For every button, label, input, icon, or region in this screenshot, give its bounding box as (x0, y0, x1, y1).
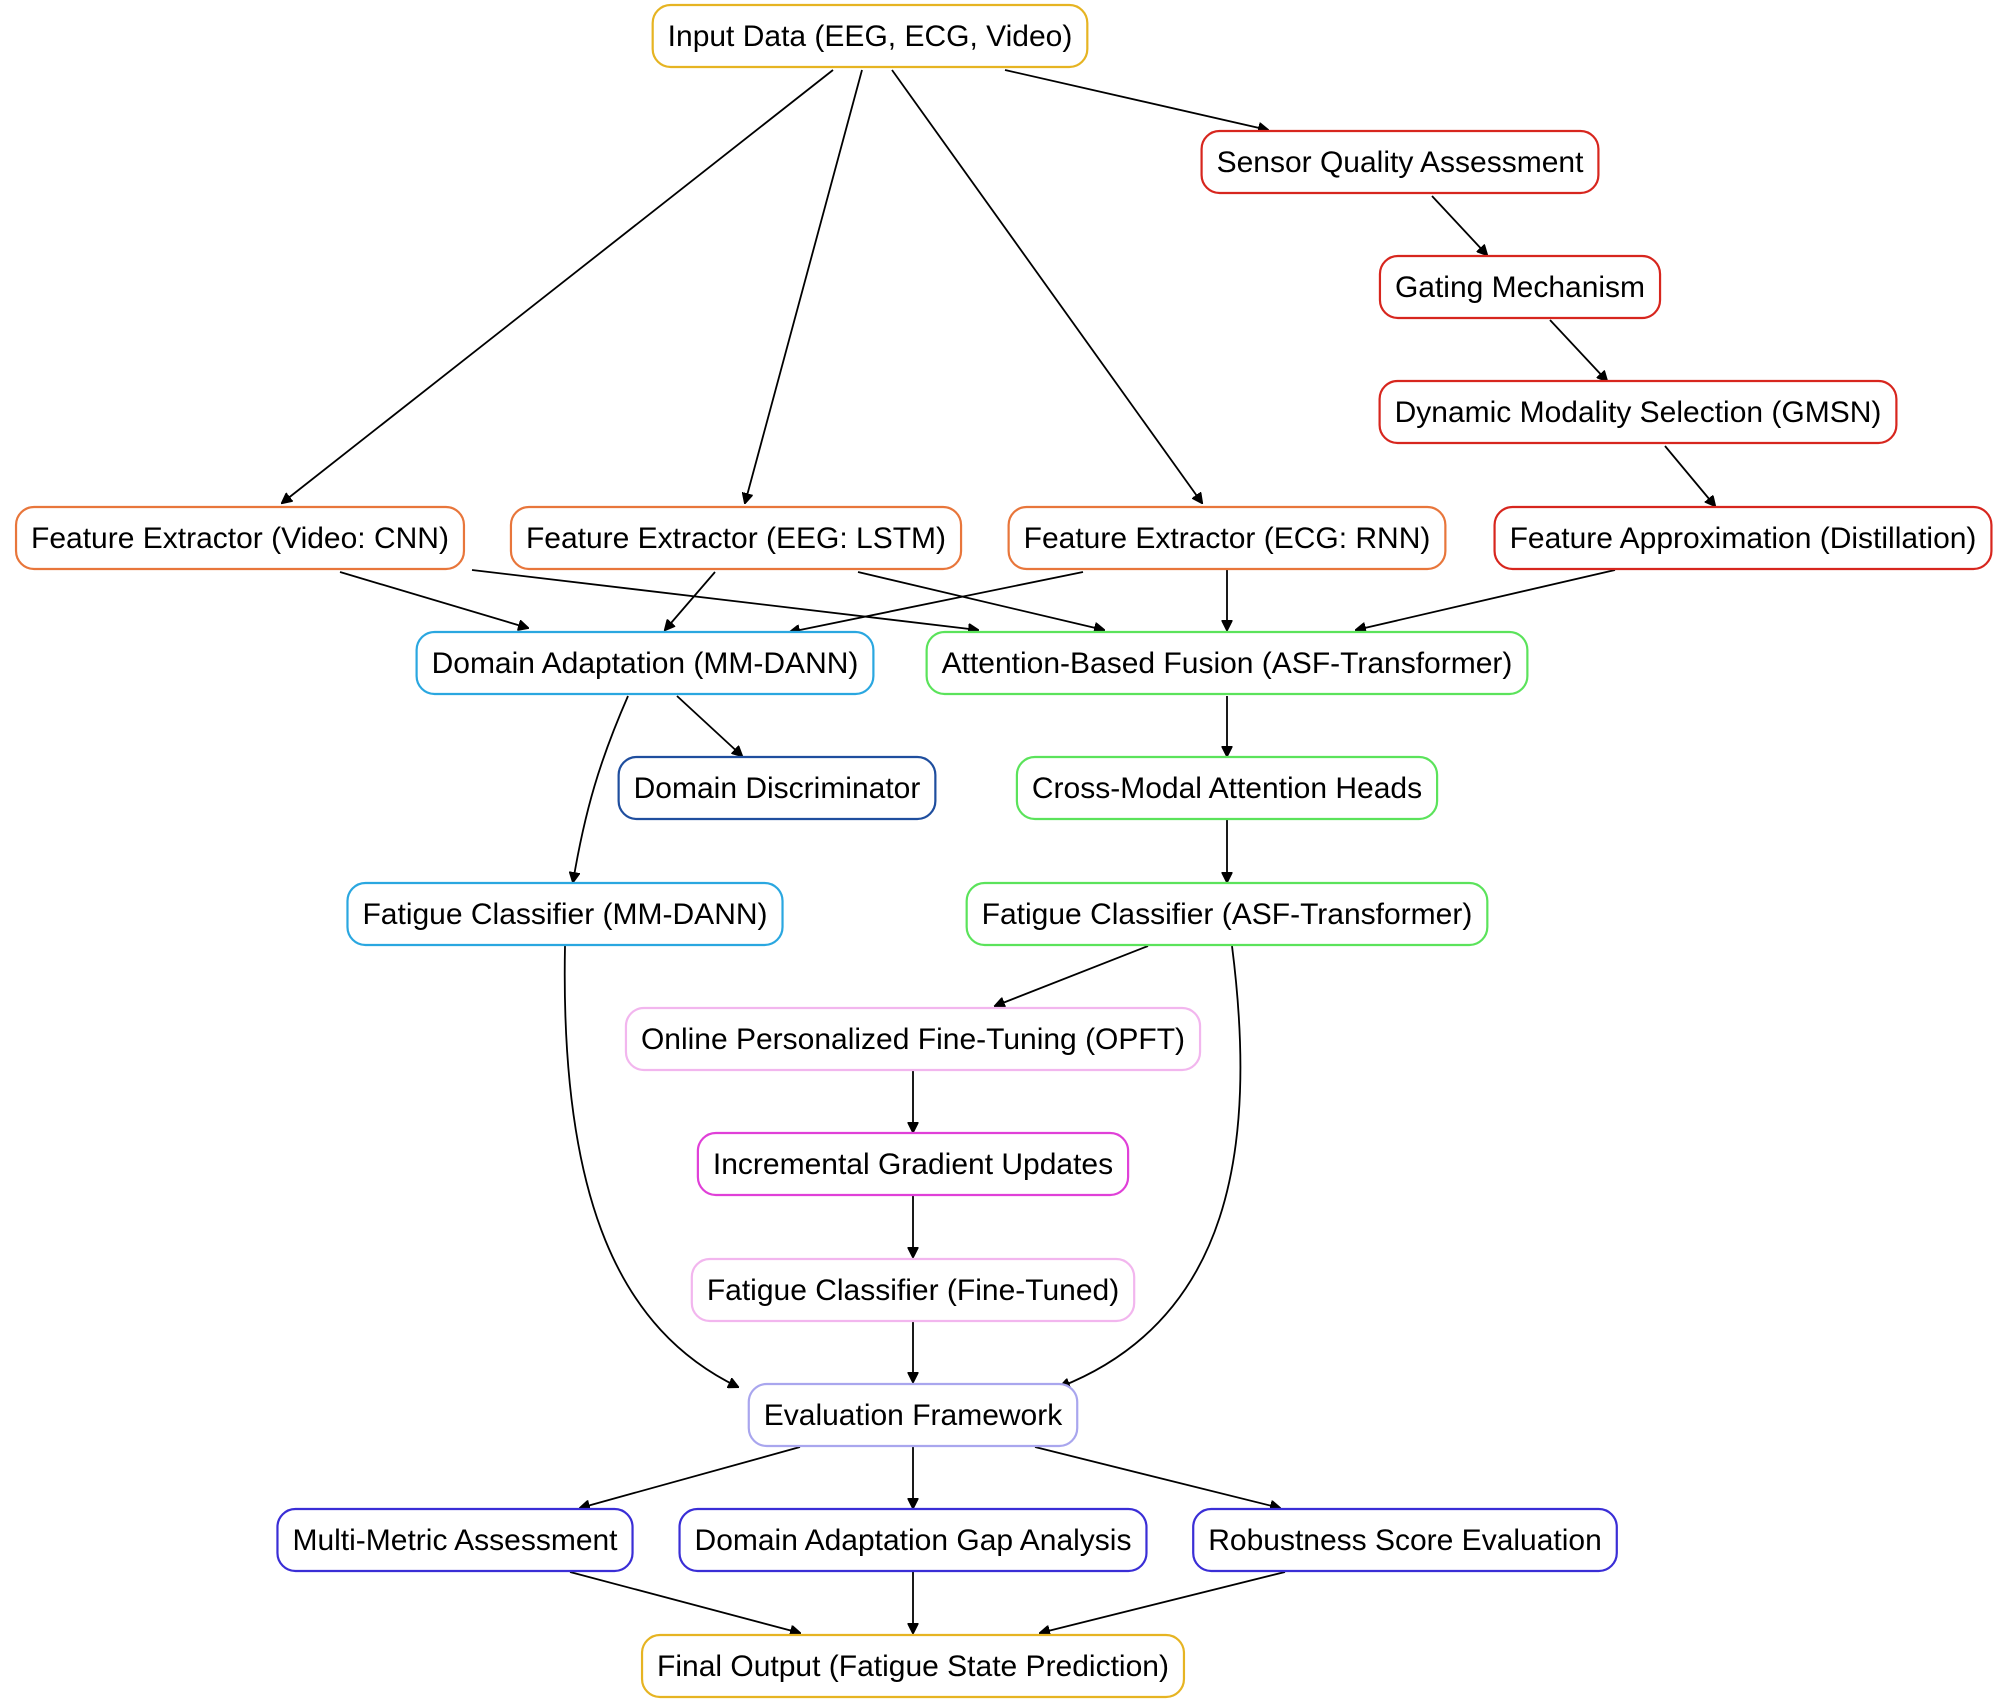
node-gmsn: Dynamic Modality Selection (GMSN) (1378, 379, 1898, 445)
node-box-ef (747, 1382, 1079, 1448)
node-fc_mm: Fatigue Classifier (MM-DANN) (346, 881, 784, 947)
node-label-fc_ft: Fatigue Classifier (Fine-Tuned) (707, 1274, 1119, 1307)
node-box-rse (1192, 1507, 1618, 1573)
node-dagap: Domain Adaptation Gap Analysis (678, 1507, 1148, 1573)
node-label-input: Input Data (EEG, ECG, Video) (668, 20, 1073, 53)
edge-input-to-fe_ecg (891, 69, 1202, 503)
node-box-fc_asf (965, 881, 1489, 947)
node-label-rse: Robustness Score Evaluation (1208, 1524, 1602, 1557)
node-label-da: Domain Adaptation (MM-DANN) (432, 647, 859, 680)
node-fa: Feature Approximation (Distillation) (1493, 505, 1993, 571)
node-box-final (640, 1633, 1186, 1699)
edge-input-to-fe_eeg (745, 69, 863, 503)
node-fc_asf: Fatigue Classifier (ASF-Transformer) (965, 881, 1489, 947)
node-label-opft: Online Personalized Fine-Tuning (OPFT) (641, 1023, 1185, 1056)
node-box-dagap (678, 1507, 1148, 1573)
edge-fe_ecg-to-da (790, 571, 1084, 632)
node-label-final: Final Output (Fatigue State Prediction) (657, 1650, 1169, 1683)
node-label-ef: Evaluation Framework (764, 1399, 1063, 1432)
node-label-igu: Incremental Gradient Updates (713, 1148, 1113, 1181)
edge-fe_video-to-da (339, 571, 528, 628)
node-box-fc_mm (346, 881, 784, 947)
edge-da-to-fc_mm (573, 695, 629, 882)
node-fe_eeg: Feature Extractor (EEG: LSTM) (509, 505, 963, 571)
node-box-fe_video (14, 505, 466, 571)
node-box-cmah (1015, 755, 1439, 821)
node-da: Domain Adaptation (MM-DANN) (415, 630, 875, 696)
node-label-fe_eeg: Feature Extractor (EEG: LSTM) (526, 522, 946, 555)
node-box-gmsn (1378, 379, 1898, 445)
node-sqa: Sensor Quality Assessment (1200, 129, 1600, 195)
edge-fe_eeg-to-da (665, 571, 716, 630)
edge-input-to-fe_video (282, 69, 834, 503)
edge-gating-to-gmsn (1549, 319, 1607, 381)
node-label-fe_ecg: Feature Extractor (ECG: RNN) (1024, 522, 1431, 555)
edge-ef-to-mma (580, 1446, 801, 1508)
node-rse: Robustness Score Evaluation (1192, 1507, 1618, 1573)
node-fe_ecg: Feature Extractor (ECG: RNN) (1007, 505, 1447, 571)
node-box-igu (696, 1131, 1130, 1197)
node-label-fa: Feature Approximation (Distillation) (1510, 522, 1977, 555)
node-label-fc_mm: Fatigue Classifier (MM-DANN) (362, 898, 767, 931)
node-label-sqa: Sensor Quality Assessment (1217, 146, 1584, 179)
edge-fc_mm-to-ef (563, 945, 738, 1387)
node-box-dd (617, 755, 937, 821)
node-box-fc_ft (690, 1257, 1136, 1323)
node-label-gating: Gating Mechanism (1395, 271, 1645, 304)
node-abf: Attention-Based Fusion (ASF-Transformer) (925, 630, 1529, 696)
node-gating: Gating Mechanism (1378, 254, 1662, 320)
node-label-fe_video: Feature Extractor (Video: CNN) (31, 522, 449, 555)
node-fc_ft: Fatigue Classifier (Fine-Tuned) (690, 1257, 1136, 1323)
node-igu: Incremental Gradient Updates (696, 1131, 1130, 1197)
node-box-opft (624, 1006, 1202, 1072)
edge-fe_video-to-abf (471, 569, 978, 630)
edge-ef-to-rse (1034, 1446, 1280, 1508)
edge-sqa-to-gating (1431, 195, 1487, 255)
node-label-fc_asf: Fatigue Classifier (ASF-Transformer) (982, 898, 1473, 931)
edge-fc_asf-to-opft (995, 945, 1149, 1006)
node-box-fa (1493, 505, 1993, 571)
node-input: Input Data (EEG, ECG, Video) (651, 3, 1089, 69)
edge-rse-to-final (1040, 1571, 1286, 1633)
node-label-dagap: Domain Adaptation Gap Analysis (695, 1524, 1132, 1557)
node-box-mma (276, 1507, 634, 1573)
edge-mma-to-final (569, 1571, 800, 1633)
node-label-gmsn: Dynamic Modality Selection (GMSN) (1395, 396, 1882, 429)
node-box-sqa (1200, 129, 1600, 195)
node-label-dd: Domain Discriminator (634, 772, 921, 805)
edge-input-to-sqa (1004, 69, 1268, 130)
node-cmah: Cross-Modal Attention Heads (1015, 755, 1439, 821)
node-box-input (651, 3, 1089, 69)
edge-da-to-dd (676, 695, 742, 756)
node-box-abf (925, 630, 1529, 696)
node-box-fe_ecg (1007, 505, 1447, 571)
edges-layer (282, 69, 1715, 1633)
node-mma: Multi-Metric Assessment (276, 1507, 634, 1573)
nodes-layer: Input Data (EEG, ECG, Video) Sensor Quali… (14, 3, 1993, 1699)
node-fe_video: Feature Extractor (Video: CNN) (14, 505, 466, 571)
node-label-abf: Attention-Based Fusion (ASF-Transformer) (942, 647, 1513, 680)
edge-fe_eeg-to-abf (857, 571, 1104, 630)
edge-gmsn-to-fa (1664, 445, 1715, 506)
node-label-mma: Multi-Metric Assessment (292, 1524, 618, 1557)
node-label-cmah: Cross-Modal Attention Heads (1032, 772, 1422, 805)
node-box-da (415, 630, 875, 696)
node-final: Final Output (Fatigue State Prediction) (640, 1633, 1186, 1699)
node-dd: Domain Discriminator (617, 755, 937, 821)
node-box-gating (1378, 254, 1662, 320)
node-opft: Online Personalized Fine-Tuning (OPFT) (624, 1006, 1202, 1072)
edge-fc_asf-to-ef (1060, 945, 1242, 1387)
edge-fa-to-abf (1356, 569, 1616, 630)
node-box-fe_eeg (509, 505, 963, 571)
node-ef: Evaluation Framework (747, 1382, 1079, 1448)
